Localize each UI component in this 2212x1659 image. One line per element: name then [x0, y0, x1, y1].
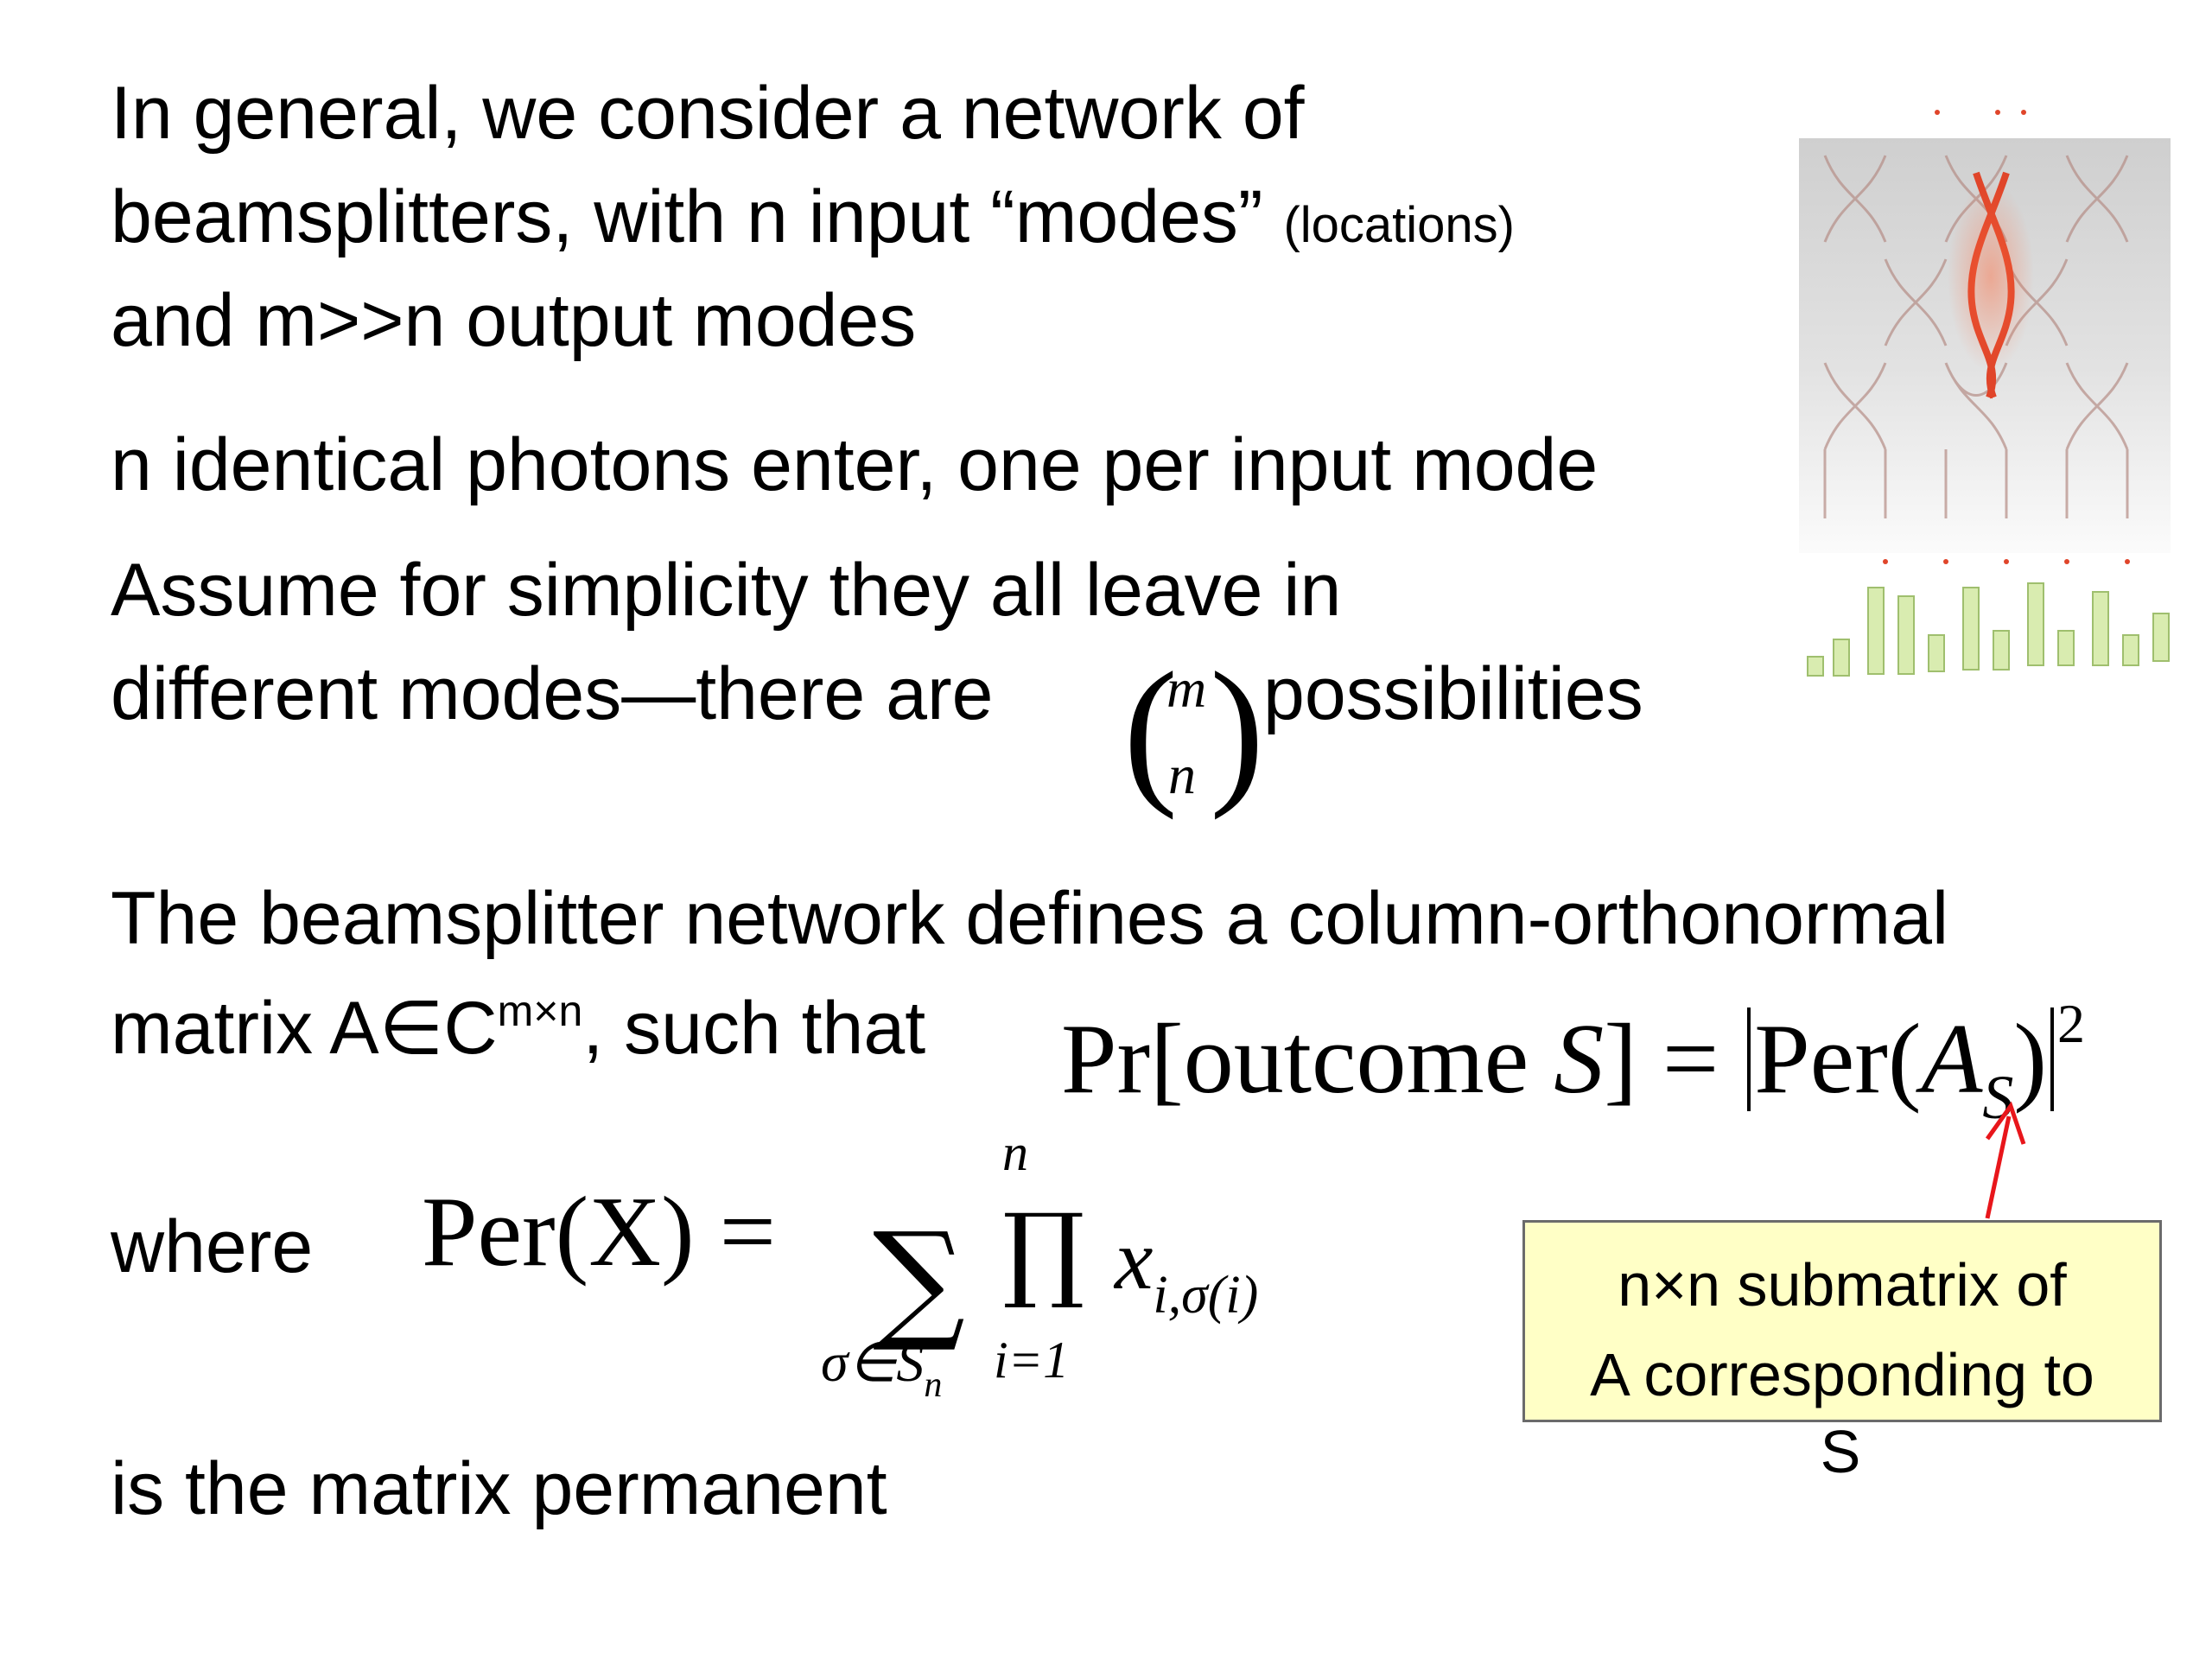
sum-symbol: ∑ — [873, 1205, 966, 1356]
prob-a: A — [1921, 1004, 1983, 1115]
abs-bar-left — [1747, 1007, 1751, 1111]
callout-line-1: n×n submatrix of — [1618, 1251, 2067, 1319]
prob-eq: ] = — [1604, 1004, 1745, 1115]
sum-bottom-sub: n — [924, 1365, 943, 1405]
text-line-3: and m>>n output modes — [111, 279, 917, 362]
text-line-2-main: beamsplitters, with n input “modes” — [111, 175, 1263, 258]
term-x: x — [1115, 1211, 1154, 1307]
prob-s: S — [1554, 1004, 1605, 1115]
callout-line-3: S — [1820, 1418, 1861, 1485]
submatrix-callout: n×n submatrix of A corresponding to — [1522, 1220, 2162, 1422]
text-line-8a: matrix A — [111, 987, 379, 1070]
dimension-superscript: m×n — [497, 987, 583, 1035]
text-line-1: In general, we consider a network of — [111, 72, 1305, 155]
prob-square: 2 — [2057, 993, 2086, 1054]
product-symbol: ∏ — [1002, 1192, 1085, 1313]
text-line-4: n identical photons enter, one per input… — [111, 423, 1599, 506]
text-line-2: beamsplitters, with n input “modes” (loc… — [111, 180, 1515, 254]
text-line-5: Assume for simplicity they all leave in — [111, 549, 1342, 632]
binom-bottom: n — [1168, 744, 1196, 805]
text-line-8: matrix A∈Cm×n, such that — [111, 989, 925, 1065]
term-sub: i,σ(i) — [1153, 1266, 1259, 1325]
binomial-coefficient: ( m n ) — [1123, 639, 1265, 821]
text-line-9: where — [111, 1205, 314, 1288]
prob-close: ) — [2013, 1004, 2048, 1115]
probability-formula: Pr[outcome S] = Per(AS)2 — [1061, 992, 2085, 1134]
text-line-10: is the matrix permanent — [111, 1447, 887, 1530]
text-line-6b: possibilities — [1263, 652, 1643, 735]
sum-bottom-main: σ∈S — [821, 1332, 925, 1393]
binom-top: m — [1166, 658, 1207, 719]
matrix-entry-term: xi,σ(i) — [1115, 1210, 1258, 1326]
sum-operator: n ∑ σ∈Sn — [821, 1123, 1028, 1405]
sum-bottom: σ∈Sn — [821, 1331, 942, 1406]
element-of-symbol: ∈ — [378, 987, 444, 1070]
text-line-2-small: (locations) — [1283, 197, 1515, 253]
text-line-8b: , such that — [582, 987, 926, 1070]
permanent-lhs: Per(X) = — [422, 1177, 777, 1287]
prob-a-sub: S — [1982, 1063, 2014, 1132]
abs-bar-right — [2050, 1007, 2055, 1111]
beamsplitter-network-image — [1799, 110, 2171, 677]
text-line-7: The beamsplitter network defines a colum… — [111, 877, 1949, 960]
callout-line-2: A corresponding to — [1590, 1341, 2094, 1408]
prob-pr: Pr[outcome — [1061, 1004, 1554, 1115]
text-line-6a: different modes—there are — [111, 652, 994, 735]
prod-top: n — [1002, 1124, 1028, 1181]
complex-C: C — [443, 987, 498, 1070]
prob-per: Per( — [1754, 1004, 1922, 1115]
prod-bottom: i=1 — [994, 1332, 1070, 1389]
